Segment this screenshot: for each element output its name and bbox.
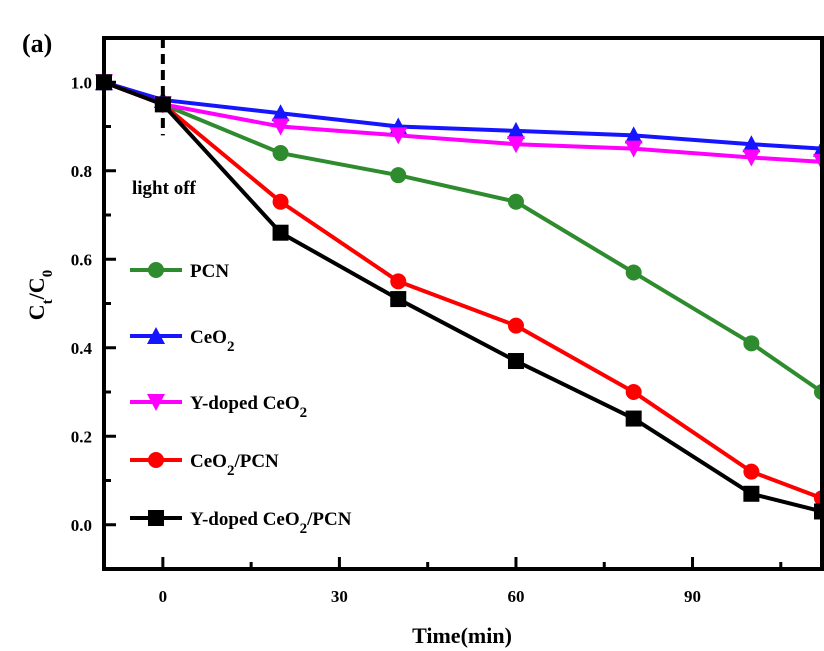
data-point-1-2	[271, 104, 290, 122]
series-line-4	[103, 80, 823, 514]
data-point-3-3	[390, 273, 407, 290]
panel-label: (a)	[22, 29, 52, 58]
data-point-2-5	[624, 140, 643, 158]
legend-marker	[147, 327, 165, 344]
data-point-4-7	[814, 503, 824, 520]
data-point-2-2	[271, 118, 290, 136]
data-point-4-2	[272, 224, 289, 241]
data-point-3-4	[507, 317, 524, 334]
legend-marker	[148, 510, 164, 526]
data-point-3-5	[625, 384, 642, 400]
data-point-3-6	[743, 463, 760, 480]
legend-item-4: Y-doped CeO2/PCN	[130, 509, 352, 537]
data-point-3-2	[272, 193, 289, 210]
series-4	[96, 74, 824, 520]
legend-label: Y-doped CeO2/PCN	[190, 509, 352, 537]
y-tick-label: 0.2	[71, 427, 92, 446]
legend-marker	[147, 394, 165, 411]
y-tick-label: 0.6	[71, 250, 92, 269]
light-off-annotation: light off	[132, 178, 197, 199]
series-3	[96, 74, 824, 507]
data-point-0-4	[507, 193, 524, 210]
series-line-0	[103, 80, 824, 394]
axes: 0 30 60 90 0.0 0.2 0.4 0.6 0.8 1.0	[71, 36, 824, 606]
series-line-1	[103, 80, 823, 151]
series-1	[95, 73, 824, 157]
legend-label: Y-doped CeO2	[190, 393, 307, 421]
series-line-3	[103, 80, 823, 501]
x-tick-label: 30	[331, 587, 348, 606]
x-tick-label: 90	[684, 587, 701, 606]
data-point-2-3	[389, 127, 408, 145]
legend-label: PCN	[190, 261, 229, 282]
y-tick-label: 0.0	[71, 516, 92, 535]
data-point-4-3	[390, 291, 407, 308]
series-line-2	[103, 80, 823, 164]
data-point-4-6	[743, 485, 760, 502]
data-point-4-5	[625, 410, 642, 427]
legend-marker	[148, 262, 164, 278]
y-tick-label: 0.4	[71, 339, 93, 358]
legend-item-3: CeO2/PCN	[130, 451, 279, 479]
data-point-0-2	[272, 145, 289, 162]
series-0	[96, 74, 824, 400]
y-tick-label: 0.8	[71, 162, 92, 181]
y-axis-label: Ct/C0	[24, 270, 56, 320]
data-point-1-5	[624, 126, 643, 144]
data-point-2-4	[506, 136, 525, 154]
legend-item-2: Y-doped CeO2	[130, 393, 307, 421]
legend-label: CeO2	[190, 327, 234, 355]
legend-item-1: CeO2	[130, 327, 234, 355]
data-point-0-6	[743, 335, 760, 352]
y-tick-label: 1.0	[71, 73, 92, 92]
x-axis-label: Time(min)	[412, 623, 512, 648]
data-point-4-4	[507, 353, 524, 370]
x-tick-label: 60	[507, 587, 524, 606]
x-tick-label: 0	[159, 587, 168, 606]
data-point-2-6	[742, 149, 761, 167]
data-point-1-4	[506, 121, 525, 139]
data-point-1-6	[742, 135, 761, 153]
plot-frame	[102, 36, 824, 571]
data-point-0-5	[625, 264, 642, 281]
legend-item-0: PCN	[130, 261, 229, 282]
legend-label: CeO2/PCN	[190, 451, 279, 479]
data-point-0-3	[390, 167, 407, 184]
legend-marker	[148, 452, 164, 468]
